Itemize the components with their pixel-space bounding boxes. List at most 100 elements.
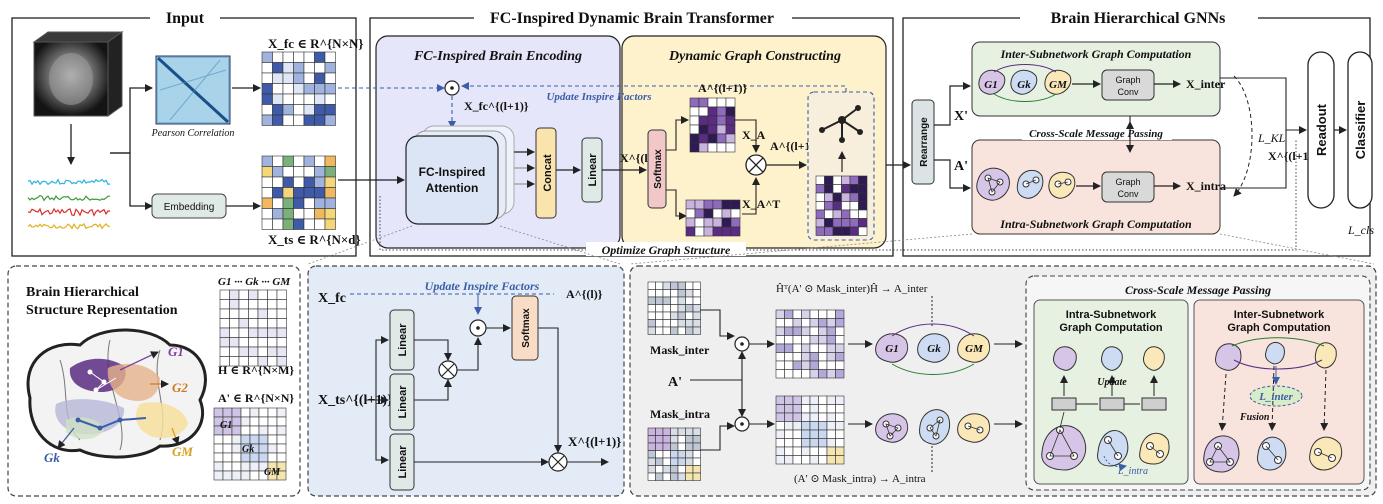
detail-al-label: A^{(l)} (566, 287, 603, 301)
inter-title: Inter-Subnetwork Graph Computation (1000, 47, 1192, 61)
a-l1-label: A^{(l+1)} (770, 139, 820, 153)
fmri-volume-image (32, 31, 124, 117)
rearrange-block (911, 99, 935, 185)
xat-label: X_A^T (742, 197, 780, 211)
xa-matrix (689, 97, 736, 153)
formula-inter: Ĥᵀ(A' ⊙ Mask_inter)Ĥ → A_inter (776, 283, 928, 295)
inter-comp-title-2: Graph Computation (1227, 322, 1331, 334)
intra-graph-conv (1101, 171, 1155, 203)
encoding-title: FC-Inspired Brain Encoding (413, 49, 582, 64)
fc-inspired-attention-block (405, 135, 499, 225)
lcls-label: L_cls (1347, 223, 1374, 237)
softmax-block (647, 129, 667, 209)
msg-inter-blobs (875, 323, 990, 375)
inter-subgraph-blobs (978, 64, 1072, 102)
cross-scale-label: Cross-Scale Message Passing (1029, 128, 1163, 140)
intra-computation-graphic (1041, 346, 1170, 472)
intra-graphconv-l2: Conv (1117, 189, 1139, 199)
detail-linear-2 (389, 373, 415, 431)
inter-gm: GM (1049, 79, 1068, 91)
hier-title-2: Structure Representation (26, 303, 178, 318)
graph-title: Dynamic Graph Constructing (668, 49, 841, 64)
inter-graph-conv (1101, 69, 1155, 101)
xfc-l1-label: X_fc^{(l+1)} (464, 99, 529, 113)
aprime-label: A' (954, 159, 968, 174)
xprime-label: X' (954, 109, 968, 124)
lintra-label: L_intra (1117, 466, 1148, 477)
concat-label: Concat (542, 154, 554, 192)
rearrange-label: Rearrange (919, 117, 930, 167)
readout-label: Readout (1314, 103, 1329, 156)
graph-structure-icon (819, 105, 863, 143)
x-intra-label: X_intra (1186, 179, 1226, 193)
a-l1-top-label: A^{(l+1)} (698, 81, 748, 95)
input-title: Input (166, 10, 205, 27)
brain-gm-label: GM (172, 444, 193, 459)
mask-inter-label: Mask_inter (650, 343, 710, 357)
msg-g1: G1 (885, 343, 898, 355)
gnn-title: Brain Hierarchical GNNs (1051, 10, 1226, 27)
msg-gm: GM (965, 343, 984, 355)
intra-subgraph-blobs (976, 167, 1076, 201)
x-l1-gnn-label: X^{(l+1)} (1268, 149, 1318, 163)
xts-matrix (261, 155, 336, 230)
inter-subnetwork-box (971, 41, 1221, 117)
formula-intra: (A' ⊙ Mask_intra) → A_intra (794, 473, 926, 485)
brain-outline (26, 328, 207, 459)
intra-graphconv-l1: Graph (1115, 177, 1140, 187)
masked-intra-matrix (775, 395, 845, 465)
update-label: Update (1097, 377, 1127, 388)
aprime-gm: GM (264, 467, 281, 478)
pearson-label: Pearson Correlation (151, 128, 235, 139)
optimize-label: Optimize Graph Structure (602, 243, 731, 257)
classifier-label: Classifier (1353, 101, 1368, 160)
transformer-title: FC-Inspired Dynamic Brain Transformer (490, 10, 774, 27)
xfc-matrix (261, 51, 336, 126)
aprime-g1: G1 (220, 420, 232, 431)
bold-timeseries-signals (27, 178, 111, 230)
adjacency-matrix (815, 175, 868, 236)
brain-g2-label: G2 (172, 380, 188, 395)
aprime-matrix (213, 407, 287, 481)
inter-computation-graphic (1203, 337, 1342, 473)
cross-scale-title: Cross-Scale Message Passing (1125, 283, 1271, 297)
brain-g1-label: G1 (168, 344, 184, 359)
detail-xfc-label: X_fc (318, 291, 346, 306)
h-label: H ∈ R^{N×M} (218, 363, 294, 377)
msg-intra-blobs (875, 409, 990, 445)
intra-comp-title-1: Intra-Subnetwork (1066, 309, 1157, 321)
inter-graphconv-l1: Graph (1115, 75, 1140, 85)
detail-softmax-label: Softmax (521, 308, 532, 348)
update-inspire-label: Update Inspire Factors (546, 91, 651, 103)
inter-comp-title-1: Inter-Subnetwork (1234, 309, 1325, 321)
inter-g1: G1 (984, 79, 997, 91)
detail-xl1-label: X^{(l+1)} (568, 434, 621, 449)
brain-gk-label: Gk (44, 450, 60, 465)
concat-block (535, 127, 557, 219)
xfc-label: X_fc ∈ R^{N×N} (268, 36, 363, 51)
xat-matrix (685, 199, 741, 237)
hier-title-1: Brain Hierarchical (26, 285, 139, 300)
xa-label: X_A (742, 128, 766, 142)
linter-label: L_inter (1258, 391, 1293, 403)
fusion-label: Fusion (1239, 412, 1270, 423)
softmax-label: Softmax (653, 149, 664, 189)
detail-linear-3-label: Linear (397, 445, 409, 479)
lkl-label: L_KL (1257, 131, 1286, 145)
detail-xts-label: X_ts^{(l+1)} (318, 393, 393, 408)
msg-gk: Gk (927, 343, 941, 355)
xts-label: X_ts ∈ R^{N×d} (268, 232, 361, 247)
h-cols-label: G1 ··· Gk ··· GM (218, 276, 291, 288)
detail-update-label: Update Inspire Factors (425, 279, 540, 293)
msg-aprime-label: A' (668, 375, 682, 390)
linear-label: Linear (587, 153, 599, 187)
mask-intra-label: Mask_intra (650, 407, 710, 421)
classifier-block (1347, 51, 1373, 209)
detail-linear-1-label: Linear (397, 323, 409, 357)
inter-gk: Gk (1017, 79, 1031, 91)
intra-title: Intra-Subnetwork Graph Computation (999, 217, 1192, 231)
detail-linear-2-label: Linear (397, 385, 409, 419)
h-matrix (219, 289, 287, 367)
